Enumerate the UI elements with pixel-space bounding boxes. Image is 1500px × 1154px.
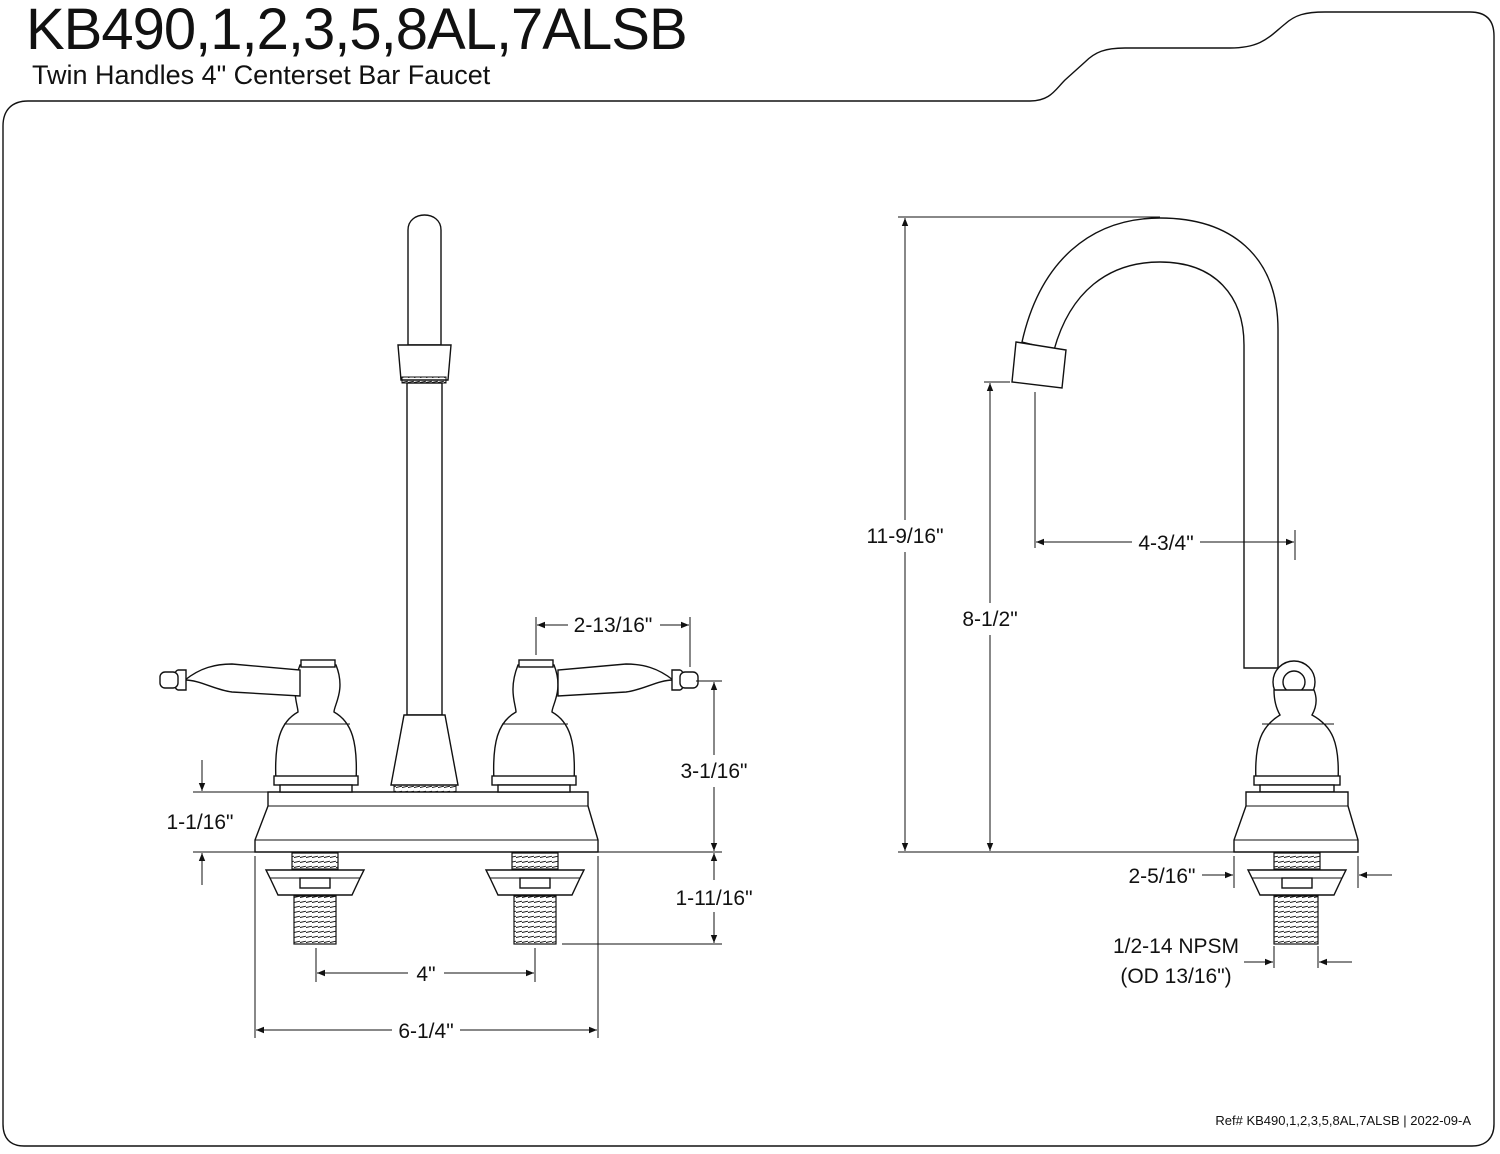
dim-spout-clearance: 8-1/2" bbox=[962, 608, 1017, 631]
front-left-handle bbox=[159, 659, 359, 793]
front-aerator bbox=[397, 344, 452, 381]
sheet-border bbox=[2, 11, 1495, 1147]
front-spout bbox=[407, 214, 442, 346]
side-gooseneck bbox=[1021, 217, 1279, 669]
dim-overall-height: 11-9/16" bbox=[866, 525, 943, 548]
model-title: KB490,1,2,3,5,8AL,7ALSB bbox=[26, 0, 688, 62]
front-right-handle bbox=[491, 659, 699, 793]
dim-handle-reach: 2-13/16" bbox=[574, 614, 653, 637]
front-left-shank bbox=[264, 852, 366, 945]
front-spout-base bbox=[390, 714, 459, 786]
dim-shank-length: 1-11/16" bbox=[675, 887, 752, 910]
side-handle-body bbox=[1255, 689, 1339, 783]
dim-handle-height: 3-1/16" bbox=[681, 760, 748, 783]
side-deck-plate bbox=[1233, 791, 1359, 853]
side-aerator bbox=[1011, 341, 1067, 389]
front-riser bbox=[406, 382, 443, 716]
dim-thread-spec: 1/2-14 NPSM bbox=[1113, 935, 1239, 958]
dim-centers: 4" bbox=[416, 963, 435, 986]
dim-base-height: 1-1/16" bbox=[167, 811, 234, 834]
side-view: 11-9/16" 8-1/2" 4-3/4" 2-5/16" 1/2-14 NP… bbox=[866, 216, 1392, 988]
front-view: 2-13/16" 3-1/16" 1-1/16" 1-11/16" 4" 6-1… bbox=[159, 214, 753, 1043]
product-subtitle: Twin Handles 4" Centerset Bar Faucet bbox=[32, 60, 491, 90]
front-right-shank bbox=[484, 852, 586, 945]
dim-overall-width: 6-1/4" bbox=[398, 1020, 453, 1043]
dim-spout-reach: 4-3/4" bbox=[1138, 532, 1193, 555]
reference-code: Ref# KB490,1,2,3,5,8AL,7ALSB | 2022-09-A bbox=[1215, 1113, 1471, 1128]
dim-base-diameter: 2-5/16" bbox=[1129, 865, 1196, 888]
side-threaded-shank bbox=[1273, 895, 1319, 945]
dim-thread-od: (OD 13/16") bbox=[1120, 965, 1231, 988]
front-deck-plate bbox=[254, 791, 599, 853]
